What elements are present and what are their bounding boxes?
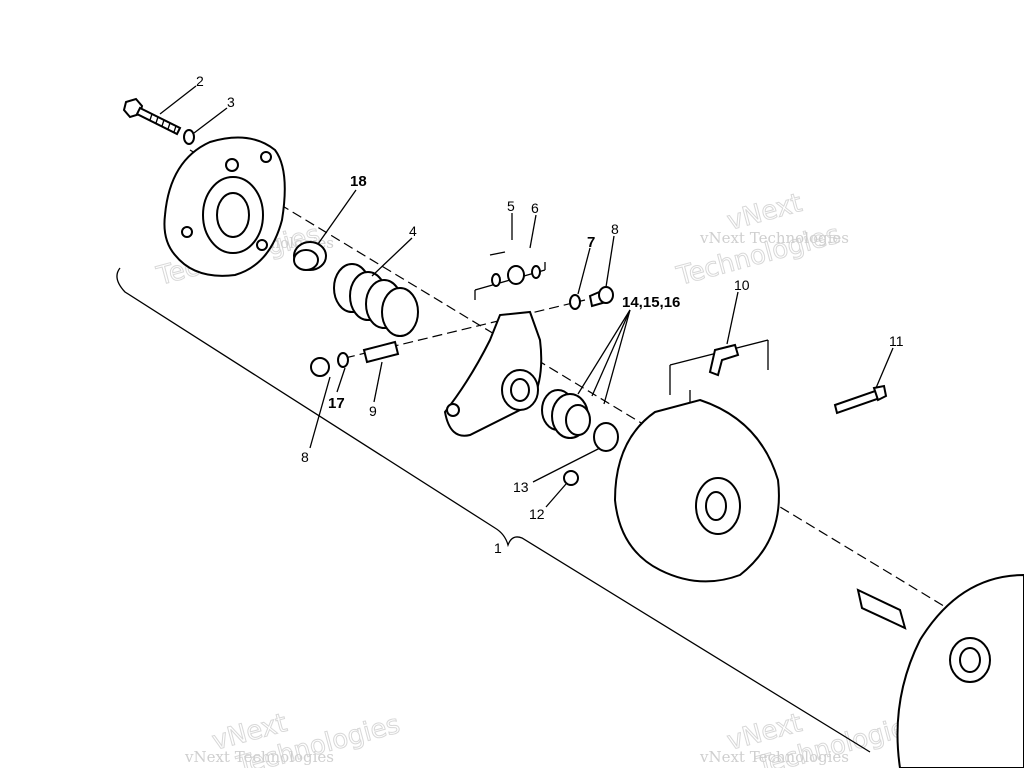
callout-10: 10 — [734, 277, 750, 293]
pin-centerline — [344, 299, 586, 359]
svg-text:vNext Technologies: vNext Technologies — [184, 748, 334, 766]
callout-4: 4 — [409, 223, 417, 239]
svg-text:vNext Technologies: vNext Technologies — [699, 748, 849, 766]
bolt-part-11 — [833, 384, 888, 415]
main-centerline — [189, 149, 1001, 641]
callout-17: 17 — [328, 395, 345, 412]
watermark-bottom-right: vNext Technologies vNext Technologies — [699, 708, 924, 768]
center-bracket — [443, 310, 543, 437]
shaft-part-9 — [362, 340, 400, 364]
callout-13: 13 — [513, 479, 529, 495]
svg-text:vNext Technologies: vNext Technologies — [699, 229, 849, 247]
assembly-bracket — [116, 267, 871, 753]
callout-14-15-16: 14,15,16 — [622, 294, 680, 311]
roller-parts-14-15-16 — [541, 389, 591, 439]
callout-5: 5 — [507, 198, 515, 214]
spring-part-4 — [333, 263, 419, 337]
callout-9: 9 — [369, 403, 377, 419]
housing-left — [163, 136, 286, 277]
clip-set-part-10 — [669, 339, 769, 410]
ring-part-13 — [593, 422, 619, 452]
watermark-bottom-left: vNext Technologies vNext Technologies — [184, 708, 404, 768]
callout-1: 1 — [494, 540, 502, 556]
callout-3: 3 — [227, 94, 235, 110]
callout-8-left: 8 — [301, 449, 309, 465]
leader-lines — [159, 85, 894, 508]
callout-11: 11 — [889, 333, 904, 349]
bolt-part-2 — [122, 97, 182, 136]
callout-18: 18 — [350, 173, 367, 190]
pin-part-8-left — [310, 357, 330, 377]
movable-sheave — [613, 398, 780, 583]
callout-6: 6 — [531, 200, 539, 216]
callout-7: 7 — [587, 234, 595, 251]
nut-part-12 — [563, 470, 579, 486]
ring-part-18 — [293, 241, 327, 271]
washer-part-17 — [337, 352, 349, 368]
watermark-top-right: vNext Technologies vNext Technologies — [673, 188, 849, 293]
callout-2: 2 — [196, 73, 204, 89]
washer-part-3 — [183, 129, 195, 145]
roller-set-5-6 — [474, 251, 546, 300]
callout-12: 12 — [529, 506, 545, 522]
callout-8-right: 8 — [611, 221, 619, 237]
washer-part-7 — [569, 294, 581, 310]
pin-part-8-right — [588, 286, 614, 308]
fixed-sheave — [856, 573, 1024, 768]
